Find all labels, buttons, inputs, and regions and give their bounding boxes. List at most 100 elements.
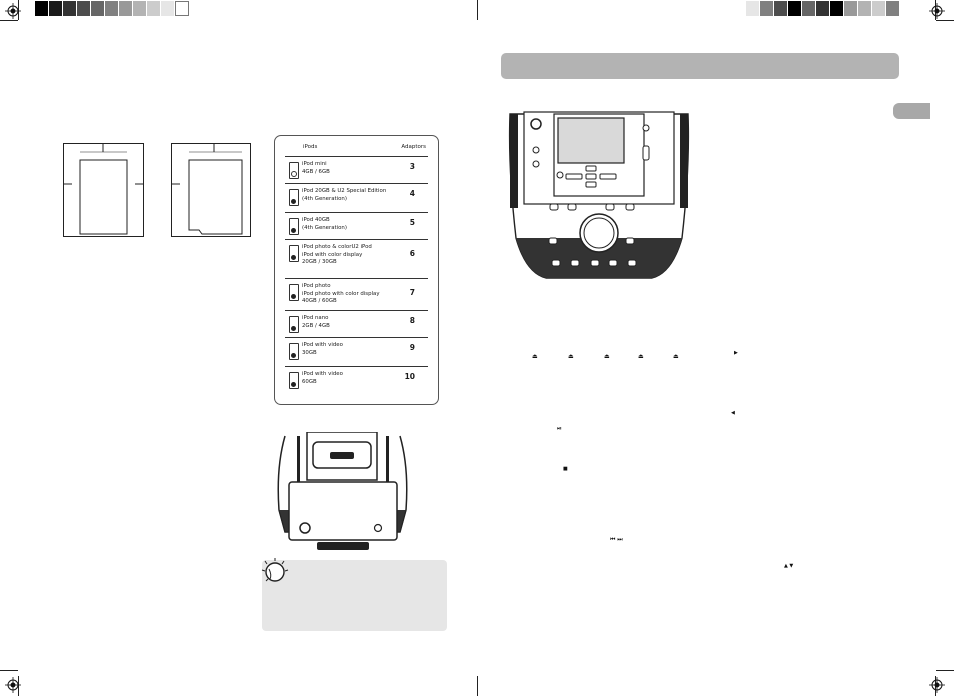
section-header-bar: [501, 53, 899, 79]
eject-icon-2: ⏏: [568, 353, 574, 360]
color-swatch: [35, 1, 49, 16]
table-header-ipods: iPods: [303, 144, 318, 150]
ipod-photo-icon: [289, 245, 299, 262]
tip-note-box: [261, 558, 447, 631]
ipod-model-line: iPod photo & colorU2 iPod: [302, 244, 372, 250]
ipod-model-line: iPod 40GB: [302, 217, 330, 223]
adaptor-number: 9: [409, 343, 415, 352]
ipod-model-line: (4th Generation): [302, 195, 347, 202]
color-swatch: [105, 1, 119, 16]
ipod-model-line: 2GB / 4GB: [302, 322, 330, 329]
registration-mark-bottom-right: [929, 677, 945, 693]
registration-mark-top-left: [5, 3, 21, 19]
color-bar-right: [746, 1, 900, 16]
ipod-video-icon: [289, 372, 299, 389]
color-swatch: [774, 1, 788, 16]
eject-icon-3: ⏏: [604, 353, 610, 360]
adaptor-number: 6: [409, 249, 415, 258]
adaptor-number: 5: [409, 218, 415, 227]
unit-front-panel-illustration: [506, 108, 692, 282]
table-header-adaptors: Adaptors: [401, 144, 426, 150]
play-right-icon: ▶: [734, 350, 738, 356]
eject-icon-5: ⏏: [673, 353, 679, 360]
ipod-model-line: 4GB / 6GB: [302, 168, 330, 175]
ipod-nano-icon: [289, 316, 299, 333]
language-tab: [893, 103, 930, 119]
ipod-photo-icon: [289, 284, 299, 301]
ipod-model-line: iPod with video: [302, 342, 343, 348]
color-swatch: [760, 1, 774, 16]
color-swatch: [119, 1, 133, 16]
ipod-outline-diagram-side: [171, 143, 251, 237]
ipod-video-icon: [289, 343, 299, 360]
ipod-outline-diagram-front: [63, 143, 144, 237]
play-left-icon: ◀: [731, 410, 735, 416]
registration-mark-bottom-left: [5, 677, 21, 693]
ipod-classic-icon: [289, 189, 299, 206]
adaptor-number: 4: [409, 189, 415, 198]
adaptor-number: 10: [404, 372, 415, 381]
ipod-mini-icon: [289, 162, 299, 179]
click-wheel-icon: [291, 382, 296, 387]
eject-icon-4: ⏏: [638, 353, 644, 360]
ipod-model-line: 20GB / 30GB: [302, 259, 337, 265]
stop-icon: ■: [563, 466, 568, 472]
ipod-model-line: 30GB: [302, 349, 317, 356]
adaptor-number: 3: [409, 162, 415, 171]
color-swatch: [63, 1, 77, 16]
ipod-model-name: iPod 40GB(4th Generation): [302, 217, 347, 232]
color-swatch: [858, 1, 872, 16]
ipod-model-line: iPod mini: [302, 161, 327, 167]
click-wheel-icon: [291, 353, 296, 358]
ipod-model-line: iPod photo: [302, 283, 331, 289]
color-swatch: [830, 1, 844, 16]
color-swatch: [133, 1, 147, 16]
table-row: iPod 40GB(4th Generation) 5: [285, 212, 428, 240]
click-wheel-icon: [291, 199, 296, 204]
up-down-icons: ▲ ▼: [784, 563, 794, 569]
color-swatch: [788, 1, 802, 16]
color-swatch: [49, 1, 63, 16]
click-wheel-icon: [291, 326, 296, 331]
color-swatch: [886, 1, 900, 16]
color-bar-left: [35, 1, 189, 16]
color-swatch: [147, 1, 161, 16]
ipod-model-line: 40GB / 60GB: [302, 298, 337, 304]
lightbulb-icon: [261, 558, 289, 582]
adaptor-number: 8: [409, 316, 415, 325]
ipod-model-name: iPod 20GB & U2 Special Edition(4th Gener…: [302, 188, 386, 203]
color-swatch: [91, 1, 105, 16]
ipod-model-line: iPod 20GB & U2 Special Edition: [302, 188, 387, 194]
ipod-model-line: iPod photo with color display: [302, 290, 380, 297]
click-wheel-icon: [291, 228, 296, 233]
dock-illustration: [275, 431, 410, 554]
color-swatch: [816, 1, 830, 16]
eject-icon-1: ⏏: [532, 353, 538, 360]
color-swatch: [872, 1, 886, 16]
registration-mark-top-right: [929, 3, 945, 19]
color-swatch: [802, 1, 816, 16]
ipod-model-line: iPod with video: [302, 371, 343, 377]
ipod-model-line: (4th Generation): [302, 224, 347, 231]
click-wheel-icon: [291, 294, 296, 299]
color-swatch: [77, 1, 91, 16]
color-swatch: [161, 1, 175, 16]
color-swatch: [746, 1, 760, 16]
ipod-model-line: iPod nano: [302, 315, 329, 321]
ipod-classic-icon: [289, 218, 299, 235]
play-pause-icon: ⏯: [557, 425, 562, 432]
ipod-model-line: iPod with color display: [302, 251, 363, 258]
